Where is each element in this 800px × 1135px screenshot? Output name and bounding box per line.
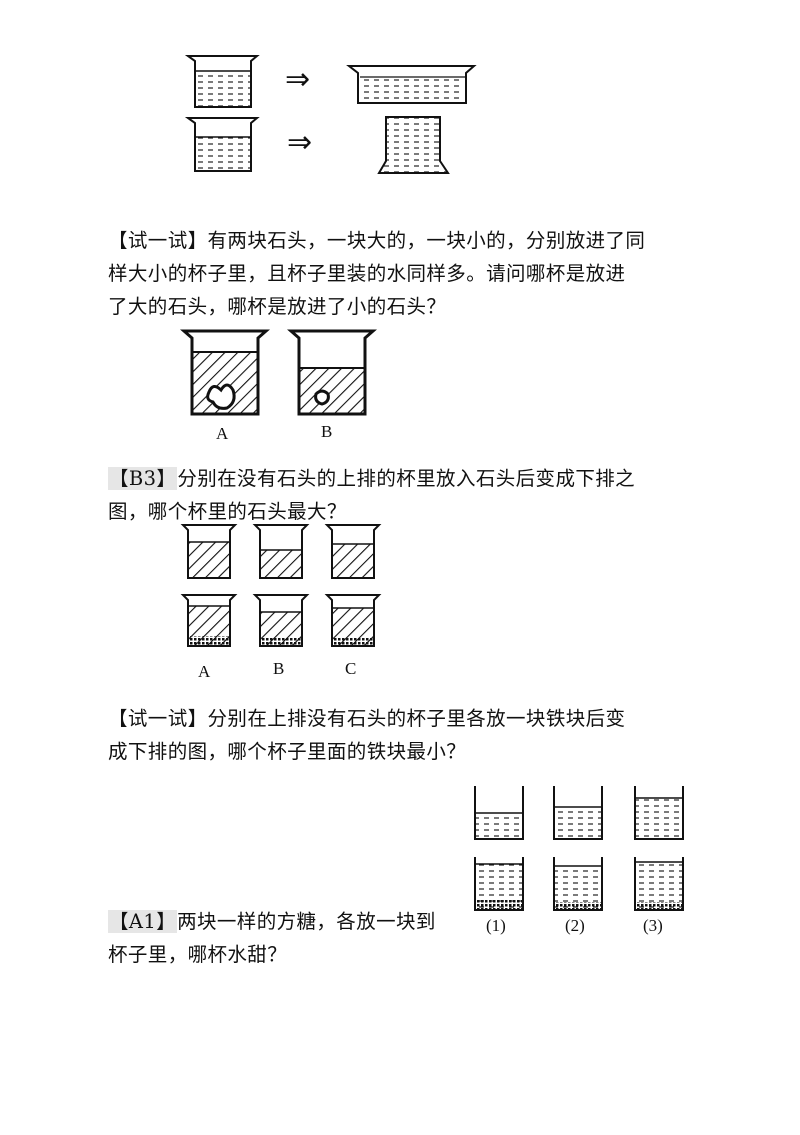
cup-a-big-stone [180,329,270,416]
section3-line2: 图，哪个杯里的石头最大？ [108,500,347,523]
section1-diagram: ⇒ ⇒ [0,0,800,200]
b3-cup-a-top [180,524,238,579]
section2-text: 【试一试】有两块石头，一块大的，一块小的，分别放进了同 样大小的杯子里，且杯子里… [108,224,728,323]
section2-line2: 样大小的杯子里，且杯子里装的水同样多。请问哪杯是放进 [108,262,626,285]
cup-row2-left [184,117,260,172]
cup-row1-right-wide [346,65,477,104]
section4-line1: 【试一试】分别在上排没有石头的杯子里各放一块铁块后变 [108,707,626,730]
section4-text: 【试一试】分别在上排没有石头的杯子里各放一块铁块后变 成下排的图，哪个杯子里面的… [108,702,728,768]
section3-tag: 【B3】 [108,467,178,490]
b3-cup-c-bottom [324,594,382,647]
section4-tag: 【试一试】 [108,707,208,730]
section2-line1: 【试一试】有两块石头，一块大的，一块小的，分别放进了同 [108,229,646,252]
iron-label-3: (3) [643,916,663,935]
iron-cup-1-bottom [474,857,524,911]
arrow-row2: ⇒ [287,125,313,160]
b3-cup-b-top [252,524,310,579]
b3-cup-b-bottom [252,594,310,647]
section5-text: 【A1】两块一样的方糖，各放一块到 杯子里，哪杯水甜？ [108,905,468,971]
label-b: B [321,422,333,441]
section5-tag: 【A1】 [108,910,178,933]
arrow-row1: ⇒ [285,62,311,97]
b3-cup-a-bottom [180,594,238,647]
cup-row1-left [184,55,260,108]
b3-cup-c-top [324,524,382,579]
section4-line2: 成下排的图，哪个杯子里面的铁块最小？ [108,740,467,763]
iron-cup-2-top [553,786,603,840]
iron-cup-1-top [474,786,524,840]
iron-label-2: (2) [565,916,585,935]
b3-label-a: A [198,662,211,681]
b3-label-b: B [273,659,285,678]
iron-cup-3-top [634,786,684,840]
iron-label-1: (1) [486,916,506,935]
section5-line1: 【A1】两块一样的方糖，各放一块到 [108,910,436,933]
cup-row2-right-tall [377,116,450,174]
section5-line2: 杯子里，哪杯水甜？ [108,943,288,966]
iron-cup-3-bottom [634,857,684,911]
cup-b-small-stone [287,329,377,416]
section2-tag: 【试一试】 [108,229,208,252]
section3-line1: 【B3】分别在没有石头的上排的杯里放入石头后变成下排之 [108,467,636,490]
label-a: A [216,424,229,443]
section2-line3: 了大的石头，哪杯是放进了小的石头？ [108,295,447,318]
section3-text: 【B3】分别在没有石头的上排的杯里放入石头后变成下排之 图，哪个杯里的石头最大？ [108,462,728,528]
b3-label-c: C [345,659,357,678]
iron-cup-2-bottom [553,857,603,911]
